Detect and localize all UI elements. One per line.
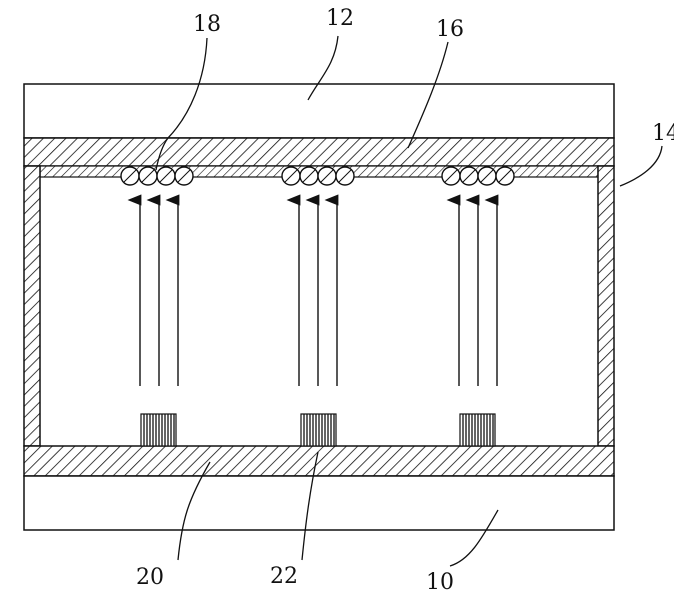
leader-line-22 [301,451,319,561]
leader-line-12 [307,35,339,101]
label-14: 14 [652,121,674,146]
label-12: 12 [326,6,354,31]
leader-line-14 [619,145,663,187]
leader-line-16 [407,41,449,149]
leader-line-18 [155,37,208,171]
left-wall [23,165,41,447]
emitter-block-2 [300,413,337,447]
emitter-block-3 [459,413,496,447]
bottom-substrate [23,475,615,531]
arrow-group-3 [446,194,499,386]
arrow-group-1 [127,194,180,386]
arrow-group-2 [286,194,339,386]
bottom-layer [23,445,615,477]
top-substrate [23,83,615,139]
sphere-group-3 [441,166,515,186]
label-22: 22 [270,564,298,589]
sphere-group-1 [120,166,194,186]
leader-line-10 [449,509,499,567]
right-wall [597,165,615,447]
label-18: 18 [193,12,221,37]
leader-line-20 [177,461,211,561]
label-20: 20 [136,565,164,590]
label-10: 10 [426,570,454,595]
label-16: 16 [436,17,464,42]
emitter-block-1 [140,413,177,447]
sphere-group-2 [281,166,355,186]
leader-lines [155,35,663,567]
top-layer [23,137,615,167]
